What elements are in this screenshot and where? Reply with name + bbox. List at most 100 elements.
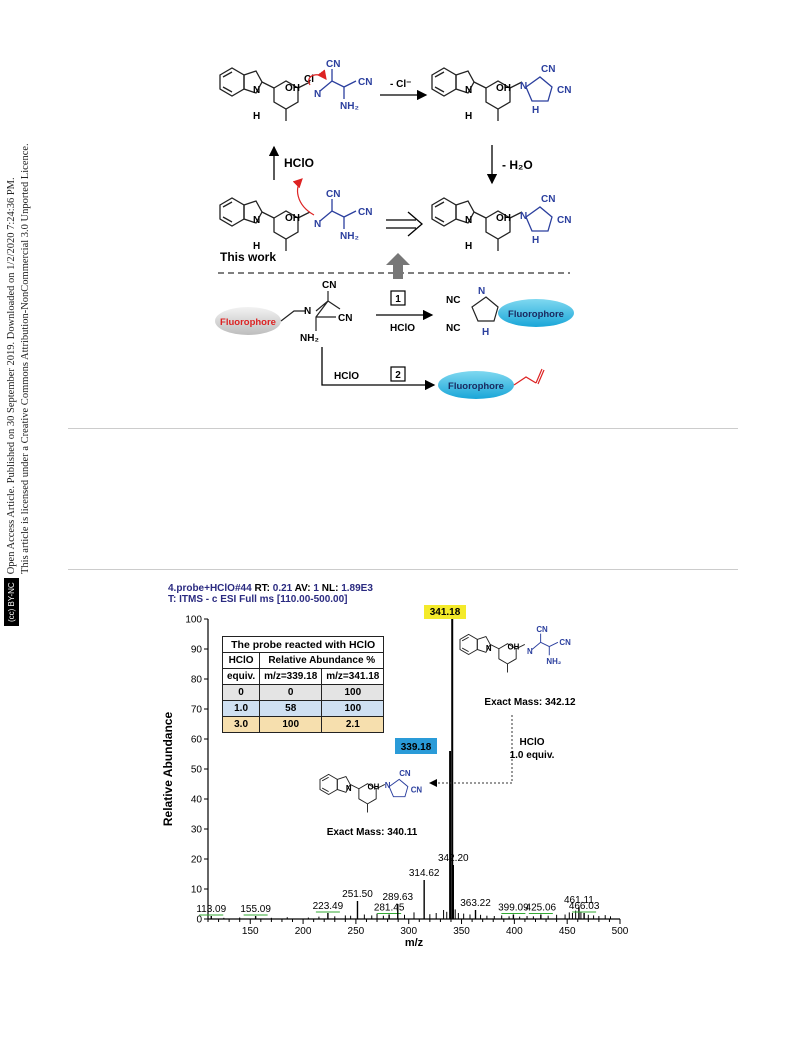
atom-n-label: N — [346, 784, 352, 793]
x-tick-label: 350 — [453, 926, 470, 937]
cn-label: CN — [338, 313, 352, 324]
route-1-number: 1 — [395, 294, 401, 305]
table-cell: 0 — [221, 684, 261, 701]
route-1-box — [390, 290, 406, 306]
y-tick-label: 10 — [191, 885, 203, 896]
oh-label: OH — [496, 83, 511, 94]
atom-n-label: N — [253, 215, 260, 226]
cn-label: CN — [326, 59, 340, 70]
x-tick-label: 450 — [559, 926, 576, 937]
atom-h-label: H — [253, 111, 260, 122]
oh-label: OH — [285, 83, 300, 94]
imine-n-label: N — [314, 219, 321, 230]
cn-label: CN — [322, 280, 336, 291]
cn-label: CN — [536, 625, 548, 634]
atom-h-label: H — [465, 241, 472, 252]
nh2-label: NH₂ — [546, 657, 561, 666]
cyclized-intermediate: N H OH N CN CN H — [431, 64, 571, 122]
table-row: 1.0 58 100 — [221, 700, 385, 717]
y-tick-label: 90 — [191, 645, 203, 656]
noise-peaks — [223, 909, 611, 919]
peak-label: 289.63 — [382, 892, 413, 903]
y-tick-label: 80 — [191, 675, 203, 686]
route-2-box — [390, 366, 406, 382]
imidazole-n-label: N — [478, 286, 485, 297]
y-tick-label: 0 — [196, 915, 202, 926]
h-label: H — [482, 327, 489, 338]
oh-label: OH — [285, 213, 300, 224]
y-tick-label: 100 — [185, 615, 202, 626]
table-cell: 100 — [259, 716, 323, 733]
table-cell: 0 — [259, 684, 323, 701]
x-tick-label: 300 — [400, 926, 417, 937]
scan-id: 4.probe+HClO#44 — [168, 583, 252, 594]
nl-label: NL: — [321, 583, 339, 594]
arrow-equiv-label: 1.0 equiv. — [510, 750, 555, 761]
peak-label: 363.22 — [460, 898, 491, 909]
chloramine-intermediate: N H OH Cl N CN CN NH₂ — [219, 59, 372, 122]
table-cell: 58 — [259, 700, 323, 717]
y-tick-label: 30 — [191, 825, 203, 836]
highlight-339-label: 339.18 — [401, 742, 432, 753]
product-structure-small: N OH N CN CN — [319, 769, 423, 813]
table-cell: 100 — [321, 684, 385, 701]
minus-cl-label: - Cl⁻ — [390, 79, 411, 90]
probe-exact-mass: Exact Mass: 342.12 — [484, 697, 576, 708]
route-2-number: 2 — [395, 370, 401, 381]
imine-n-label: N — [304, 306, 311, 317]
table-cell: 100 — [321, 700, 385, 717]
product-exact-mass: Exact Mass: 340.11 — [327, 827, 418, 838]
reaction-scheme: N H OH Cl N CN CN NH₂ - Cl⁻ N H OH N CN … — [215, 59, 574, 399]
peak-label: 113.09 — [196, 904, 226, 915]
table-row: 3.0 100 2.1 — [221, 716, 385, 733]
table-header-339: m/z=339.18 — [259, 668, 323, 685]
table-header-abundance: Relative Abundance % — [259, 652, 385, 669]
peak-label: 342.20 — [438, 853, 469, 864]
x-tick-label: 150 — [242, 926, 259, 937]
peak-label: 425.06 — [526, 903, 557, 914]
imidazole-n-label: N — [520, 81, 527, 92]
peak-label: 155.09 — [240, 904, 271, 915]
license-note: This article is licensed under a Creativ… — [20, 143, 31, 574]
atom-n-label: N — [465, 215, 472, 226]
table-header-equiv: HClO — [221, 652, 261, 669]
rt-label: RT: — [254, 583, 270, 594]
y-tick-label: 40 — [191, 795, 203, 806]
y-tick-label: 20 — [191, 855, 203, 866]
spectrum-header: 4.probe+HClO#44 RT: 0.21 AV: 1 NL: 1.89E… — [168, 583, 373, 605]
table-row: 0 0 100 — [221, 684, 385, 701]
x-tick-label: 250 — [348, 926, 365, 937]
cn-label: CN — [557, 85, 571, 96]
route-1-reagent: HClO — [390, 323, 415, 334]
fluorophore-label: Fluorophore — [508, 309, 564, 320]
abundance-table: The probe reacted with HClO HClO Relativ… — [221, 636, 385, 733]
cn-label: CN — [541, 64, 555, 75]
oh-label: OH — [368, 782, 380, 791]
minus-h2o-label: - H₂O — [502, 158, 533, 172]
aldehyde-group — [513, 368, 545, 386]
imine-n-label: N — [527, 647, 533, 656]
route-2-reagent: HClO — [334, 371, 359, 382]
cn-label: CN — [541, 194, 555, 205]
arrow-reagent-label: HClO — [520, 737, 545, 748]
cn-label: CN — [326, 189, 340, 200]
cc-license-badge[interactable]: (cc) BY-NC — [4, 578, 19, 626]
nh2-label: NH₂ — [340, 231, 359, 242]
cn-label: CN — [411, 785, 423, 794]
gray-up-arrow — [386, 253, 410, 279]
rt-value: 0.21 — [272, 583, 293, 594]
table-caption: The probe reacted with HClO — [221, 636, 385, 653]
y-tick-label: 50 — [191, 765, 203, 776]
table-cell: 1.0 — [221, 700, 261, 717]
imine-n-label: N — [314, 89, 321, 100]
table-cell: 3.0 — [221, 716, 261, 733]
scan-filter: T: ITMS - c ESI Full ms [110.00-500.00] — [168, 594, 348, 605]
fluorophore-ellipse-blue — [498, 299, 574, 327]
section-divider — [68, 569, 738, 570]
y-axis-label: Relative Abundance — [161, 712, 175, 827]
nc-label: NC — [446, 295, 460, 306]
probe-structure: N H OH N CN CN NH₂ — [219, 178, 372, 252]
h-label: H — [532, 105, 539, 116]
